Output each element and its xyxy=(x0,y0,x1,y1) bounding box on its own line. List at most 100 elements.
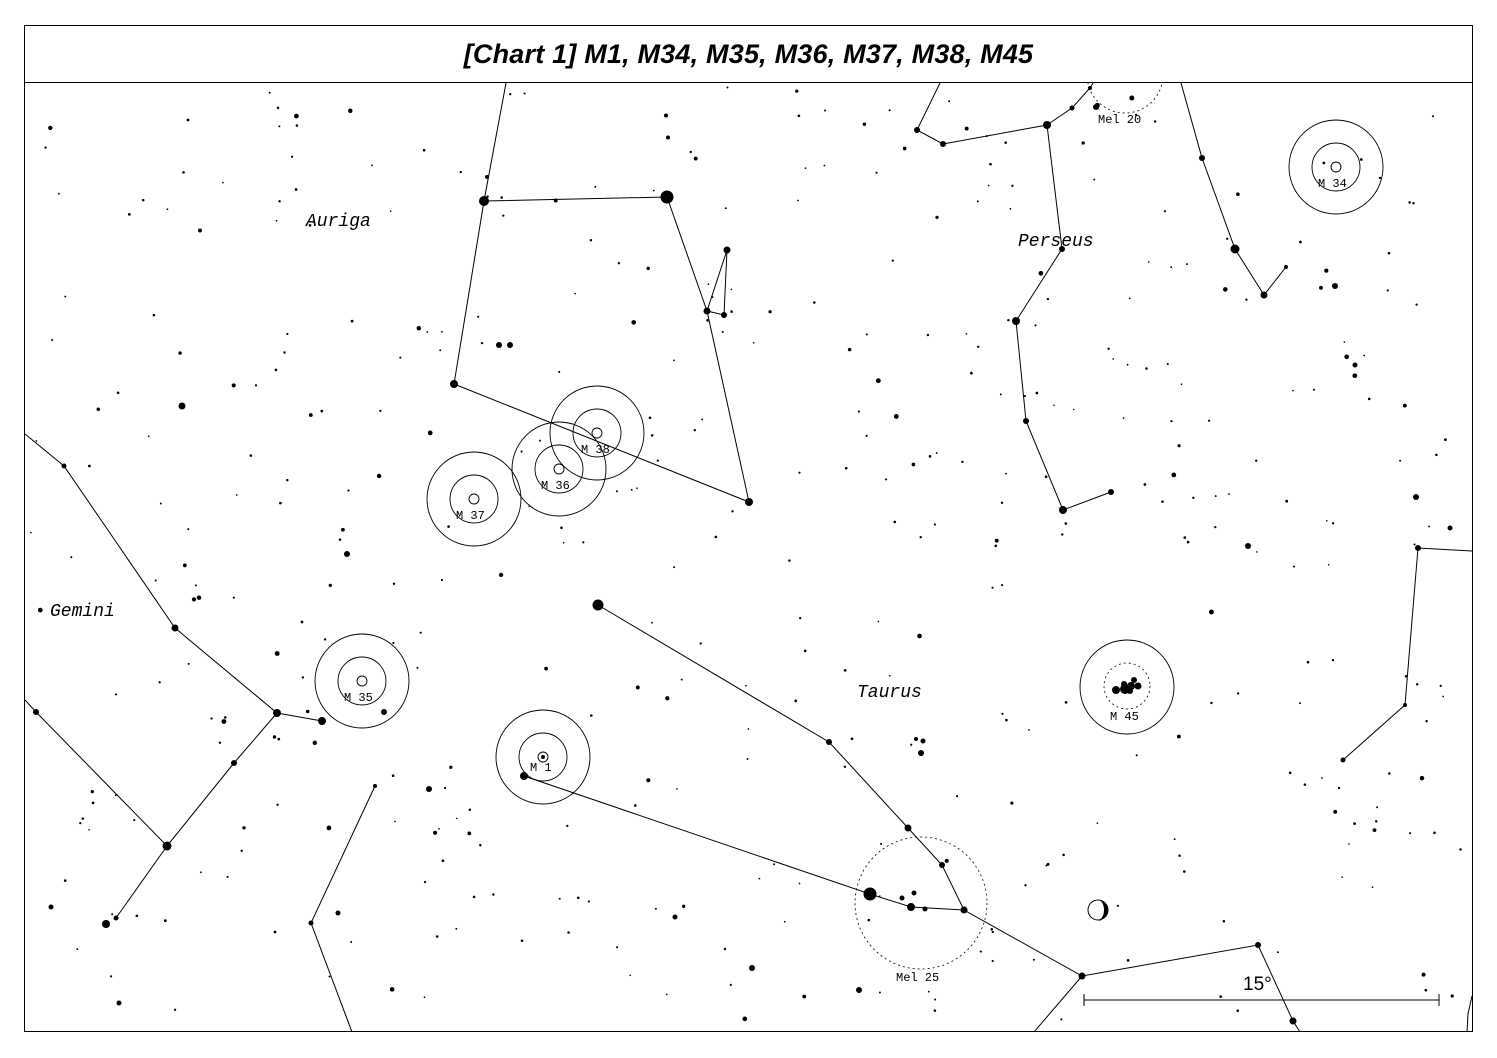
faint-star xyxy=(88,464,91,468)
star xyxy=(1332,283,1338,289)
faint-star xyxy=(1032,958,1035,961)
faint-star xyxy=(944,858,949,863)
faint-star xyxy=(1435,453,1438,457)
faint-star xyxy=(714,535,718,539)
star xyxy=(723,246,731,254)
title-bar: [Chart 1] M1, M34, M35, M36, M37, M38, M… xyxy=(25,26,1472,83)
faint-star xyxy=(423,996,426,999)
faint-star xyxy=(880,842,883,845)
star xyxy=(450,380,458,388)
faint-star xyxy=(116,391,120,395)
faint-star xyxy=(1433,831,1436,835)
faint-star xyxy=(1177,444,1181,448)
faint-star xyxy=(1288,771,1292,775)
faint-star xyxy=(1143,483,1147,486)
faint-star xyxy=(379,409,382,412)
faint-star xyxy=(268,91,271,94)
taurus-lines-3 xyxy=(1034,975,1083,1031)
star xyxy=(1127,682,1135,690)
faint-star xyxy=(1424,988,1428,992)
faint-star xyxy=(308,224,312,227)
faint-star xyxy=(182,563,187,568)
faint-star xyxy=(652,189,655,192)
faint-star xyxy=(274,368,278,372)
faint-star xyxy=(81,817,85,820)
faint-star xyxy=(1348,843,1350,845)
star xyxy=(1415,545,1421,551)
faint-star xyxy=(566,824,569,828)
faint-star xyxy=(1214,525,1217,529)
faint-star xyxy=(198,596,201,599)
faint-star xyxy=(1134,113,1138,116)
faint-star xyxy=(305,709,310,714)
faint-star xyxy=(629,974,632,977)
faint-star xyxy=(617,262,621,265)
faint-star xyxy=(391,774,395,777)
faint-star xyxy=(182,171,185,174)
faint-star xyxy=(823,164,826,167)
faint-star xyxy=(276,106,280,110)
star xyxy=(1088,86,1092,90)
faint-star xyxy=(560,526,563,529)
faint-star xyxy=(449,765,453,769)
faint-star xyxy=(308,413,313,417)
faint-star xyxy=(1344,354,1350,360)
faint-star xyxy=(539,439,541,442)
faint-star xyxy=(91,801,95,805)
faint-star xyxy=(798,882,801,885)
faint-star xyxy=(438,827,440,830)
faint-star xyxy=(441,859,445,863)
star xyxy=(856,987,862,993)
gemini-lines xyxy=(25,433,323,722)
faint-star xyxy=(795,89,799,93)
faint-star xyxy=(544,666,548,671)
faint-star xyxy=(186,118,190,122)
faint-star xyxy=(35,440,38,442)
faint-star xyxy=(320,409,324,413)
faint-star xyxy=(1219,995,1223,998)
faint-star xyxy=(371,164,373,167)
faint-star xyxy=(1425,719,1428,723)
faint-star xyxy=(1035,391,1039,395)
faint-star xyxy=(1306,660,1310,664)
faint-star xyxy=(350,319,354,323)
faint-star xyxy=(673,359,675,362)
faint-star xyxy=(1112,358,1115,360)
faint-star xyxy=(275,219,278,222)
faint-star xyxy=(1292,389,1294,392)
faint-star xyxy=(990,928,994,931)
star xyxy=(721,312,727,318)
faint-star xyxy=(57,192,60,195)
star xyxy=(914,737,918,741)
faint-star xyxy=(955,794,959,798)
star xyxy=(960,906,968,914)
faint-star xyxy=(1107,347,1110,350)
faint-star xyxy=(648,416,652,420)
faint-star xyxy=(797,199,799,202)
faint-star xyxy=(1060,1018,1063,1021)
star xyxy=(1403,703,1407,707)
faint-star xyxy=(646,778,651,783)
star xyxy=(592,599,604,611)
chart-frame: [Chart 1] M1, M34, M35, M36, M37, M38, M… xyxy=(24,25,1473,1032)
faint-star xyxy=(328,583,332,588)
faint-star xyxy=(231,383,236,388)
faint-star xyxy=(650,434,654,437)
star xyxy=(826,739,832,745)
faint-star xyxy=(178,351,182,355)
star xyxy=(1284,265,1288,269)
faint-star xyxy=(290,155,294,158)
star xyxy=(273,709,281,717)
mel20-cluster-circle xyxy=(1087,83,1163,114)
faint-star xyxy=(486,195,489,198)
faint-star xyxy=(426,331,429,333)
faint-star xyxy=(1038,270,1044,276)
faint-star xyxy=(1415,683,1419,686)
perseus-lines-2 xyxy=(1046,83,1094,126)
faint-star xyxy=(742,1016,748,1022)
faint-star xyxy=(286,332,289,336)
faint-star xyxy=(127,213,131,216)
faint-star xyxy=(198,228,202,233)
star xyxy=(922,906,928,912)
faint-star xyxy=(1388,772,1391,775)
